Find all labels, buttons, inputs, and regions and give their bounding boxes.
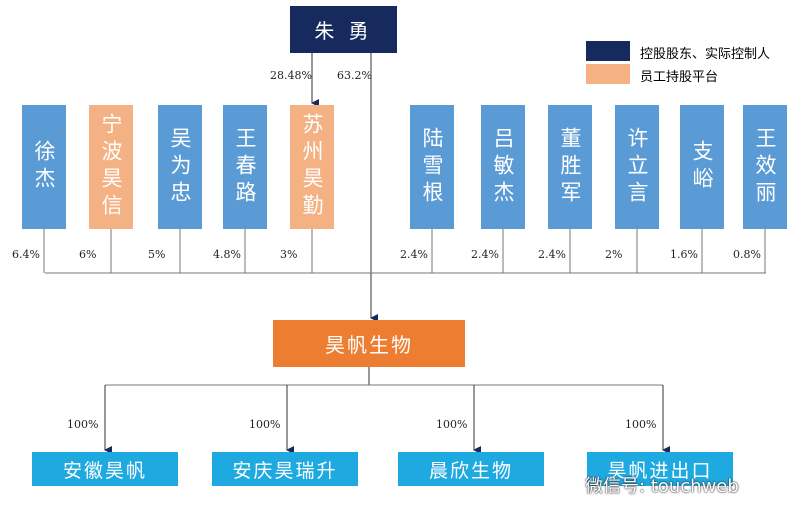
legend-swatch-controller — [586, 41, 630, 61]
legend-label-controller: 控股股东、实际控制人 — [640, 47, 771, 62]
shareholder-box: 董胜军 — [548, 105, 592, 229]
subsidiary-name: 安庆昊瑞升 — [232, 459, 338, 482]
shareholder-pct: 5% — [148, 248, 166, 261]
shareholder-pct: 6.4% — [12, 248, 40, 261]
subsidiary-box: 昊帆进出口 — [587, 452, 733, 486]
shareholder-pct: 1.6% — [670, 248, 698, 261]
shareholder-box: 陆雪根 — [410, 105, 454, 229]
shareholder-box: 王效丽 — [743, 105, 787, 229]
subsidiary-name: 晨欣生物 — [428, 459, 513, 482]
shareholder-name: 许立言 — [625, 126, 649, 208]
shareholder-pct: 0.8% — [733, 248, 761, 261]
shareholder-name: 王效丽 — [753, 126, 777, 208]
shareholder-pct: 2.4% — [400, 248, 428, 261]
shareholder-box: 苏州昊勤 — [290, 105, 334, 229]
shareholder-pct: 3% — [280, 248, 298, 261]
shareholder-box: 支峪 — [680, 105, 724, 229]
shareholder-box: 宁波昊信 — [89, 105, 133, 229]
shareholder-box: 王春路 — [223, 105, 267, 229]
pct-to-platform: 28.48% — [270, 69, 312, 82]
subsidiary-name: 安徽昊帆 — [62, 459, 147, 482]
shareholder-name: 吕敏杰 — [491, 126, 515, 208]
subsidiary-pct: 100% — [67, 418, 99, 431]
shareholder-name: 董胜军 — [558, 126, 582, 208]
shareholder-name: 苏州昊勤 — [300, 113, 324, 221]
controller-box: 朱 勇 — [290, 6, 397, 53]
shareholder-box: 徐杰 — [22, 105, 66, 229]
subsidiary-pct: 100% — [249, 418, 281, 431]
shareholder-name: 陆雪根 — [420, 126, 444, 208]
subsidiary-box: 晨欣生物 — [398, 452, 544, 486]
watermark: 微信号: touchweb — [585, 476, 739, 497]
pct-to-company: 63.2% — [337, 69, 372, 82]
shareholder-box: 吕敏杰 — [481, 105, 525, 229]
shareholder-name: 吴为忠 — [168, 126, 192, 208]
subsidiary-box: 安庆昊瑞升 — [212, 452, 358, 486]
company-name: 昊帆生物 — [325, 333, 413, 357]
shareholder-name: 徐杰 — [32, 140, 56, 194]
shareholder-pct: 2.4% — [538, 248, 566, 261]
shareholder-box: 许立言 — [615, 105, 659, 229]
company-box: 昊帆生物 — [273, 320, 465, 367]
shareholder-name: 宁波昊信 — [99, 113, 123, 221]
subsidiary-box: 安徽昊帆 — [32, 452, 178, 486]
shareholder-pct: 2.4% — [471, 248, 499, 261]
shareholder-pct: 4.8% — [213, 248, 241, 261]
shareholder-pct: 6% — [79, 248, 97, 261]
shareholder-box: 吴为忠 — [158, 105, 202, 229]
shareholder-pct: 2% — [605, 248, 623, 261]
controller-name: 朱 勇 — [314, 19, 373, 43]
shareholder-name: 王春路 — [233, 126, 257, 208]
subsidiary-pct: 100% — [436, 418, 468, 431]
legend-swatch-platform — [586, 64, 630, 84]
shareholder-name: 支峪 — [690, 140, 714, 194]
subsidiary-pct: 100% — [625, 418, 657, 431]
legend-label-platform: 员工持股平台 — [640, 70, 719, 85]
subsidiary-name: 昊帆进出口 — [607, 459, 713, 482]
